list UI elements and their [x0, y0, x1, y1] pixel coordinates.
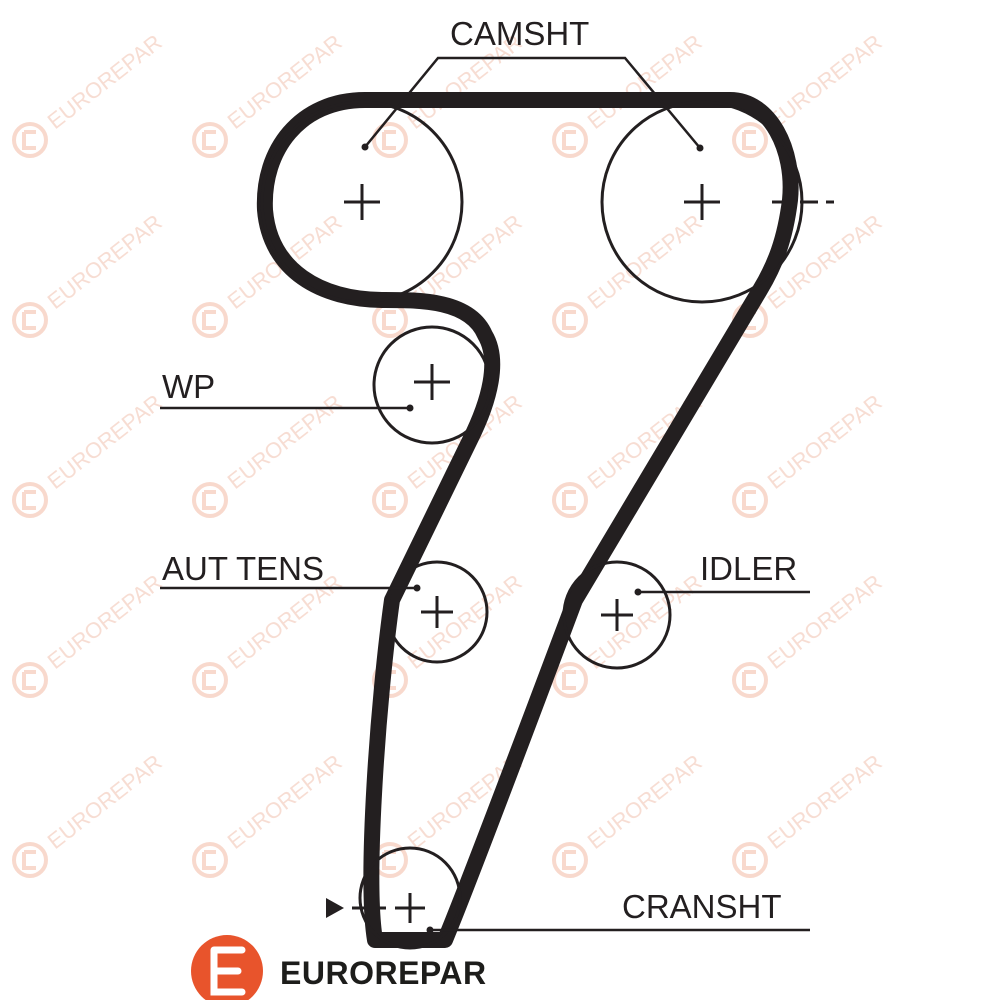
watermark-text: EUROREPAR [763, 389, 887, 493]
watermark-logo-icon [12, 302, 48, 338]
camshaft-leader [364, 56, 701, 149]
idler-label: IDLER [700, 550, 797, 587]
watermark-text: EUROREPAR [223, 389, 347, 493]
watermark-logo-icon [12, 842, 48, 878]
timing-mark-arrow-icon [326, 898, 344, 918]
watermark-logo-icon [192, 122, 228, 158]
crankshaft-pulley [326, 846, 462, 950]
watermark-text: EUROREPAR [223, 29, 347, 133]
watermark-logo-icon [552, 662, 588, 698]
watermark-logo-icon [12, 482, 48, 518]
watermark-text: EUROREPAR [43, 29, 167, 133]
watermark-logo-icon [552, 482, 588, 518]
eurorepar-logo: EUROREPAR [191, 935, 487, 1000]
watermark-text: EUROREPAR [763, 29, 887, 133]
watermark-logo-icon [552, 842, 588, 878]
watermark-logo-icon [192, 482, 228, 518]
water-pump-label: WP [162, 368, 215, 405]
watermark-logo-icon [192, 302, 228, 338]
watermark-text: EUROREPAR [43, 749, 167, 853]
watermark-logo-icon [552, 302, 588, 338]
watermark-logo-icon [372, 482, 408, 518]
watermark-logo-icon [192, 662, 228, 698]
watermark-text: EUROREPAR [223, 749, 347, 853]
watermark-text: EUROREPAR [583, 569, 707, 673]
water-pump-pulley [372, 325, 492, 445]
watermark-logo-icon [12, 122, 48, 158]
watermark-logo-icon [12, 662, 48, 698]
watermark-logo-icon [732, 482, 768, 518]
auto-tensioner-label: AUT TENS [162, 550, 324, 587]
auto-tensioner-pulley [385, 560, 489, 664]
brand-name: EUROREPAR [280, 955, 487, 991]
watermark-text: EUROREPAR [583, 209, 707, 313]
watermark-logo-icon [732, 662, 768, 698]
camshaft-pulley-left [260, 100, 464, 304]
watermark-logo-icon [372, 122, 408, 158]
timing-belt [256, 92, 799, 948]
watermark-logo-icon [192, 842, 228, 878]
watermark-text: EUROREPAR [583, 749, 707, 853]
watermark-text: EUROREPAR [43, 209, 167, 313]
watermark-text: EUROREPAR [43, 389, 167, 493]
watermark-logo-icon [552, 122, 588, 158]
crankshaft-label: CRANSHT [622, 888, 782, 925]
camshaft-label: CAMSHT [450, 15, 589, 52]
watermark-text: EUROREPAR [43, 569, 167, 673]
watermark-logo-icon [732, 842, 768, 878]
watermark-text: EUROREPAR [763, 749, 887, 853]
watermark-logo-icon [732, 122, 768, 158]
watermark-logo-icon [372, 302, 408, 338]
